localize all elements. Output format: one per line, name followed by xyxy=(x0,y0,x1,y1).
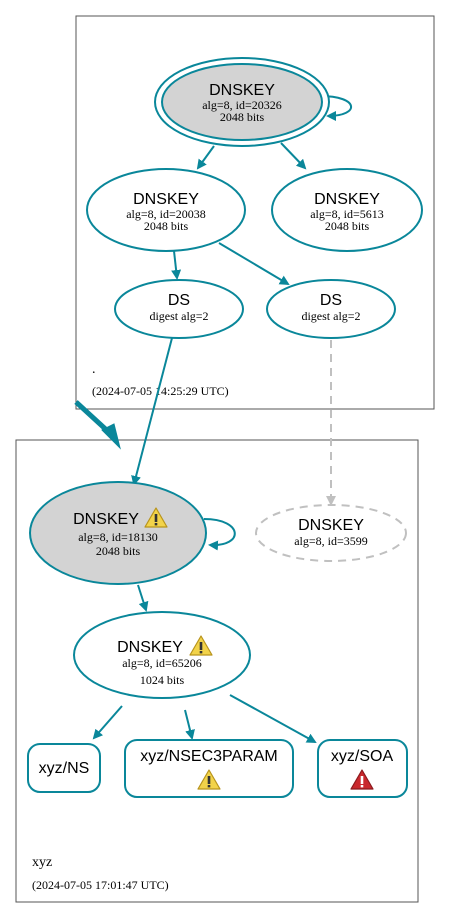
xyz-zone-name: xyz xyxy=(32,855,52,870)
root-ksk-self-edge xyxy=(319,95,352,121)
zsk-to-soa-edge xyxy=(229,694,317,743)
zsk1-to-ds1-edge xyxy=(171,250,182,280)
xyz-zsk-node[interactable]: DNSKEY alg=8, id=65206 1024 bits xyxy=(73,611,251,699)
xyz-ksk-self-edge xyxy=(203,518,236,551)
root-zsk2-line2: 2048 bits xyxy=(325,219,370,233)
soa-rrset-node[interactable]: xyz/SOA xyxy=(317,739,408,798)
root-ksk-title: DNSKEY xyxy=(209,82,275,99)
xyz-ksk-line1: alg=8, id=18130 xyxy=(78,530,158,544)
ds2-line1: digest alg=2 xyxy=(301,309,360,323)
root-zone-name: . xyxy=(92,362,96,377)
warning-icon xyxy=(197,769,221,790)
root-zsk1-title: DNSKEY xyxy=(133,191,199,208)
ds1-node[interactable]: DS digest alg=2 xyxy=(114,279,244,339)
xyz-missing-key-title: DNSKEY xyxy=(298,517,364,534)
xyz-zone-timestamp: (2024-07-05 17:01:47 UTC) xyxy=(32,878,169,892)
delegation-arrowhead xyxy=(101,423,121,450)
root-ksk-to-zsk1-edge xyxy=(196,145,215,170)
root-ksk-line2: 2048 bits xyxy=(220,110,265,124)
root-ksk-to-zsk2-edge xyxy=(280,142,307,170)
xyz-zsk-title: DNSKEY xyxy=(117,639,183,656)
root-ksk-node[interactable]: DNSKEY alg=8, id=20326 2048 bits xyxy=(154,57,330,147)
xyz-zsk-line1: alg=8, id=65206 xyxy=(122,656,202,670)
xyz-ksk-to-zsk-edge xyxy=(137,584,149,612)
ns-rrset-node[interactable]: xyz/NS xyxy=(27,743,101,793)
zsk1-to-ds2-edge xyxy=(218,242,290,286)
xyz-missing-key-line1: alg=8, id=3599 xyxy=(294,534,368,548)
root-ksk-line1: alg=8, id=20326 xyxy=(202,98,282,112)
root-zsk2-line1: alg=8, id=5613 xyxy=(310,207,384,221)
ds1-to-xyz-ksk-edge xyxy=(131,337,173,486)
root-zsk1-line1: alg=8, id=20038 xyxy=(126,207,206,221)
nsec3param-rrset-node[interactable]: xyz/NSEC3PARAM xyxy=(124,739,294,798)
xyz-zsk-line2: 1024 bits xyxy=(140,673,185,687)
error-icon xyxy=(350,769,374,790)
root-zsk2-title: DNSKEY xyxy=(314,191,380,208)
warning-icon xyxy=(144,507,168,528)
root-zsk1-line2: 2048 bits xyxy=(144,219,189,233)
ds2-node[interactable]: DS digest alg=2 xyxy=(266,279,396,339)
ds1-line1: digest alg=2 xyxy=(149,309,208,323)
root-zone-timestamp: (2024-07-05 14:25:29 UTC) xyxy=(92,384,229,398)
xyz-ksk-line2: 2048 bits xyxy=(96,544,141,558)
ns-title: xyz/NS xyxy=(39,760,90,777)
ds2-title: DS xyxy=(320,292,342,309)
root-zsk1-node[interactable]: DNSKEY alg=8, id=20038 2048 bits xyxy=(86,168,246,252)
zsk-to-ns-edge xyxy=(92,705,123,740)
warning-icon xyxy=(189,635,213,656)
xyz-ksk-title: DNSKEY xyxy=(73,511,139,528)
root-zsk2-node[interactable]: DNSKEY alg=8, id=5613 2048 bits xyxy=(271,168,423,252)
ds1-title: DS xyxy=(168,292,190,309)
soa-title: xyz/SOA xyxy=(331,748,394,765)
xyz-ksk-node[interactable]: DNSKEY alg=8, id=18130 2048 bits xyxy=(29,481,207,585)
zsk-to-nsec3param-edge xyxy=(184,709,195,740)
xyz-missing-key-node[interactable]: DNSKEY alg=8, id=3599 xyxy=(255,504,407,562)
nsec3param-title: xyz/NSEC3PARAM xyxy=(140,748,278,765)
